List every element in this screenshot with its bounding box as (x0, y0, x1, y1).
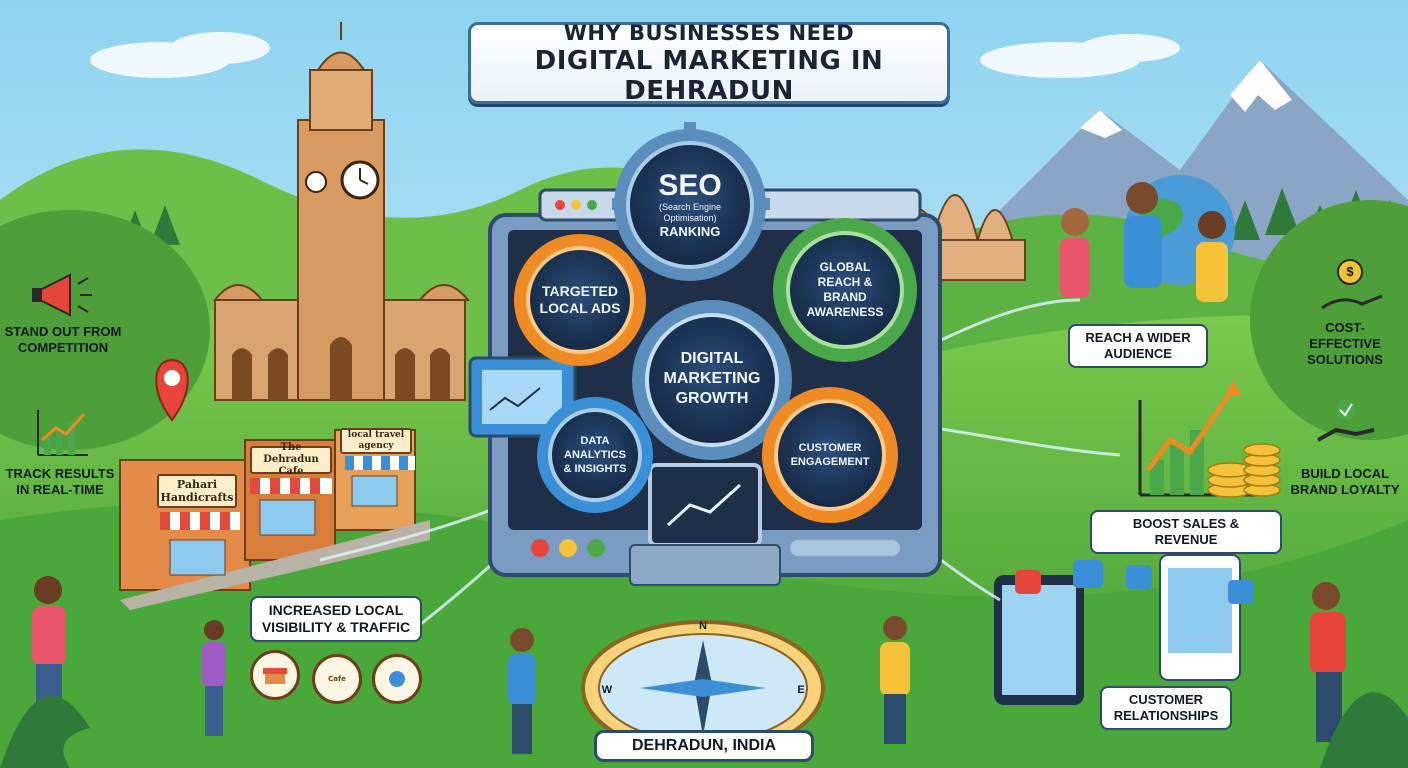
label-stand-out: STAND OUT FROM COMPETITION (4, 324, 122, 355)
seo-subtitle: (Search Engine Optimisation) (658, 202, 722, 223)
sign-pahari-handicrafts: Pahari Handicrafts (157, 474, 237, 508)
money-hand-icon (1321, 259, 1383, 310)
gear-global-text: GLOBAL REACH & BRAND AWARENESS (795, 254, 895, 326)
label-track-results: TRACK RESULTS IN REAL-TIME (5, 466, 115, 497)
compass-north: N (699, 620, 707, 632)
dollar-icon: $ (1346, 264, 1354, 279)
title-line-1: WHY BUSINESSES NEED (563, 21, 855, 45)
shops-illustration (119, 429, 430, 610)
label-increased-visibility: INCREASED LOCAL VISIBILITY & TRAFFIC (250, 596, 422, 642)
audience-illustration (1060, 175, 1235, 302)
title-line-2: DIGITAL MARKETING IN DEHRADUN (534, 46, 884, 106)
engagement-line-2: ENGAGEMENT (790, 456, 870, 468)
compass-east: E (797, 684, 805, 696)
data-line-1: DATA (580, 435, 610, 447)
global-line-4: AWARENESS (806, 305, 884, 319)
badge-travel (372, 654, 422, 704)
gear-engagement-text: CUSTOMER ENGAGEMENT (780, 434, 880, 476)
label-cost-effective: COST-EFFECTIVE SOLUTIONS (1307, 320, 1383, 367)
analytics-screen-illustration (468, 356, 577, 438)
label-boost-sales: BOOST SALES & REVENUE (1090, 510, 1282, 554)
global-line-3: BRAND (823, 290, 867, 304)
gear-data (537, 397, 653, 513)
growth-chart-icon (37, 410, 88, 456)
gear-seo-text: SEO (Search Engine Optimisation) RANKING (630, 160, 750, 250)
travel-icon (389, 671, 405, 687)
gear-data-text: DATA ANALYTICS & INSIGHTS (553, 425, 637, 485)
seo-title: SEO (658, 169, 722, 202)
global-line-2: REACH & (817, 275, 873, 289)
gear-local-ads-text: TARGETED LOCAL ADS (530, 278, 630, 322)
label-brand-loyalty: BUILD LOCAL BRAND LOYALTY (1290, 466, 1400, 497)
label-customer-relationships: CUSTOMER RELATIONSHIPS (1100, 686, 1232, 730)
local-ads-line-1: TARGETED (542, 283, 618, 299)
local-ads-line-2: LOCAL ADS (539, 300, 621, 316)
gear-seo (614, 129, 766, 281)
title-banner: WHY BUSINESSES NEED DIGITAL MARKETING IN… (468, 21, 950, 106)
shop-icon (263, 668, 287, 684)
clock-tower-illustration (212, 22, 471, 401)
megaphone-icon (32, 273, 92, 317)
data-line-3: & INSIGHTS (563, 463, 627, 475)
sign-local-travel-agency: local travel agency (340, 428, 412, 454)
laptop-illustration (629, 463, 781, 586)
compass-illustration (581, 620, 825, 756)
gear-engagement (762, 387, 898, 523)
growth-line-1: DIGITAL (680, 350, 744, 367)
global-line-1: GLOBAL (819, 260, 871, 274)
gear-global (773, 218, 917, 362)
engagement-line-1: CUSTOMER (798, 442, 862, 454)
location-label: DEHRADUN, INDIA (594, 730, 814, 762)
gear-growth (632, 300, 792, 460)
growth-line-3: GROWTH (675, 390, 749, 407)
badge-cafe: Cafe (312, 654, 362, 704)
seo-tail: RANKING (659, 224, 721, 239)
gear-local-ads (514, 234, 646, 366)
data-line-2: ANALYTICS (564, 449, 626, 461)
handshake-icon (1317, 400, 1375, 442)
gear-growth-text: DIGITAL MARKETING GROWTH (652, 346, 772, 412)
sign-dehradun-cafe: The Dehradun Cafe (250, 442, 332, 477)
location-pin-icon (155, 358, 189, 422)
compass-west: W (601, 684, 613, 696)
growth-line-2: MARKETING (663, 370, 761, 387)
sales-chart-illustration (1138, 380, 1281, 498)
badge-handicrafts (250, 650, 300, 700)
label-reach-wider: REACH A WIDER AUDIENCE (1068, 324, 1208, 368)
social-media-illustration (994, 554, 1254, 705)
